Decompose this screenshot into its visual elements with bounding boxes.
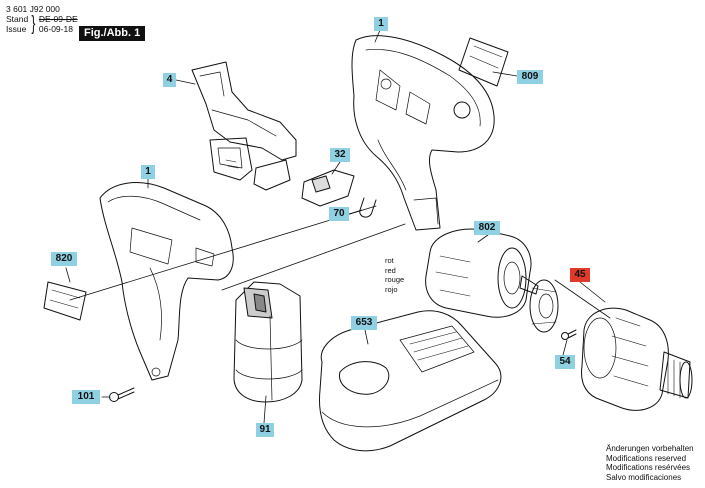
part-802-motor <box>425 228 539 318</box>
wire-color-legend: rot red rouge rojo <box>385 256 404 294</box>
old-code: DE-09-DE <box>38 14 78 24</box>
document-number: 3 601 J92 000 <box>6 4 60 14</box>
part-1-housing-front <box>99 182 234 381</box>
callout-54: 54 <box>555 355 575 369</box>
part-1-housing-rear <box>351 35 495 231</box>
callout-32: 32 <box>330 148 350 162</box>
wire-color-de: rot <box>385 256 394 265</box>
callout-1-front-housing: 1 <box>141 165 155 179</box>
issue-label: Issue <box>6 24 27 34</box>
part-809-label-sheet <box>458 37 509 87</box>
issue-date: 06-09-18 <box>38 24 73 34</box>
callout-70: 70 <box>329 207 349 221</box>
part-45-plate <box>529 279 559 333</box>
callout-653: 653 <box>351 316 377 330</box>
note-de: Änderungen vorbehalten <box>606 444 694 453</box>
part-70-spring <box>359 197 377 218</box>
revision-labels: Stand Issue <box>6 14 28 34</box>
callout-802: 802 <box>474 221 500 235</box>
document-header: 3 601 J92 000 Stand Issue } DE-09-DE 06-… <box>6 4 78 34</box>
figure-tag: Fig./Abb. 1 <box>79 26 146 41</box>
part-820-label-sheet <box>43 281 87 321</box>
note-en: Modifications reserved <box>606 453 687 463</box>
modification-notes: Änderungen vorbehalten Modifications res… <box>606 444 694 482</box>
part-101-screw <box>109 387 135 402</box>
wire-color-es: rojo <box>385 284 398 294</box>
part-91-battery <box>233 281 303 403</box>
brace-glyph: } <box>31 13 36 35</box>
leader-lines <box>65 29 611 424</box>
callout-4: 4 <box>163 73 176 87</box>
callout-1-rear-housing: 1 <box>374 17 388 31</box>
callout-45-highlighted: 45 <box>570 268 590 282</box>
callout-101: 101 <box>72 390 100 404</box>
wire-color-fr: rouge <box>385 275 405 284</box>
stand-label: Stand <box>6 14 29 24</box>
callout-820: 820 <box>51 252 77 266</box>
revision-values: DE-09-DE 06-09-18 <box>39 14 78 34</box>
part-653-charger <box>319 310 502 452</box>
note-es: Salvo modificaciones <box>606 472 682 482</box>
part-32-slide-switch <box>301 169 355 207</box>
callout-809: 809 <box>517 70 543 84</box>
part-4-switch-module <box>191 61 297 191</box>
part-54-screw <box>561 329 577 340</box>
note-fr: Modifications resérvées <box>606 463 691 472</box>
wire-color-en: red <box>385 265 396 275</box>
callout-91: 91 <box>256 423 274 437</box>
revision-block: Stand Issue } DE-09-DE 06-09-18 <box>6 14 78 34</box>
part-45-gearbox <box>581 307 693 411</box>
